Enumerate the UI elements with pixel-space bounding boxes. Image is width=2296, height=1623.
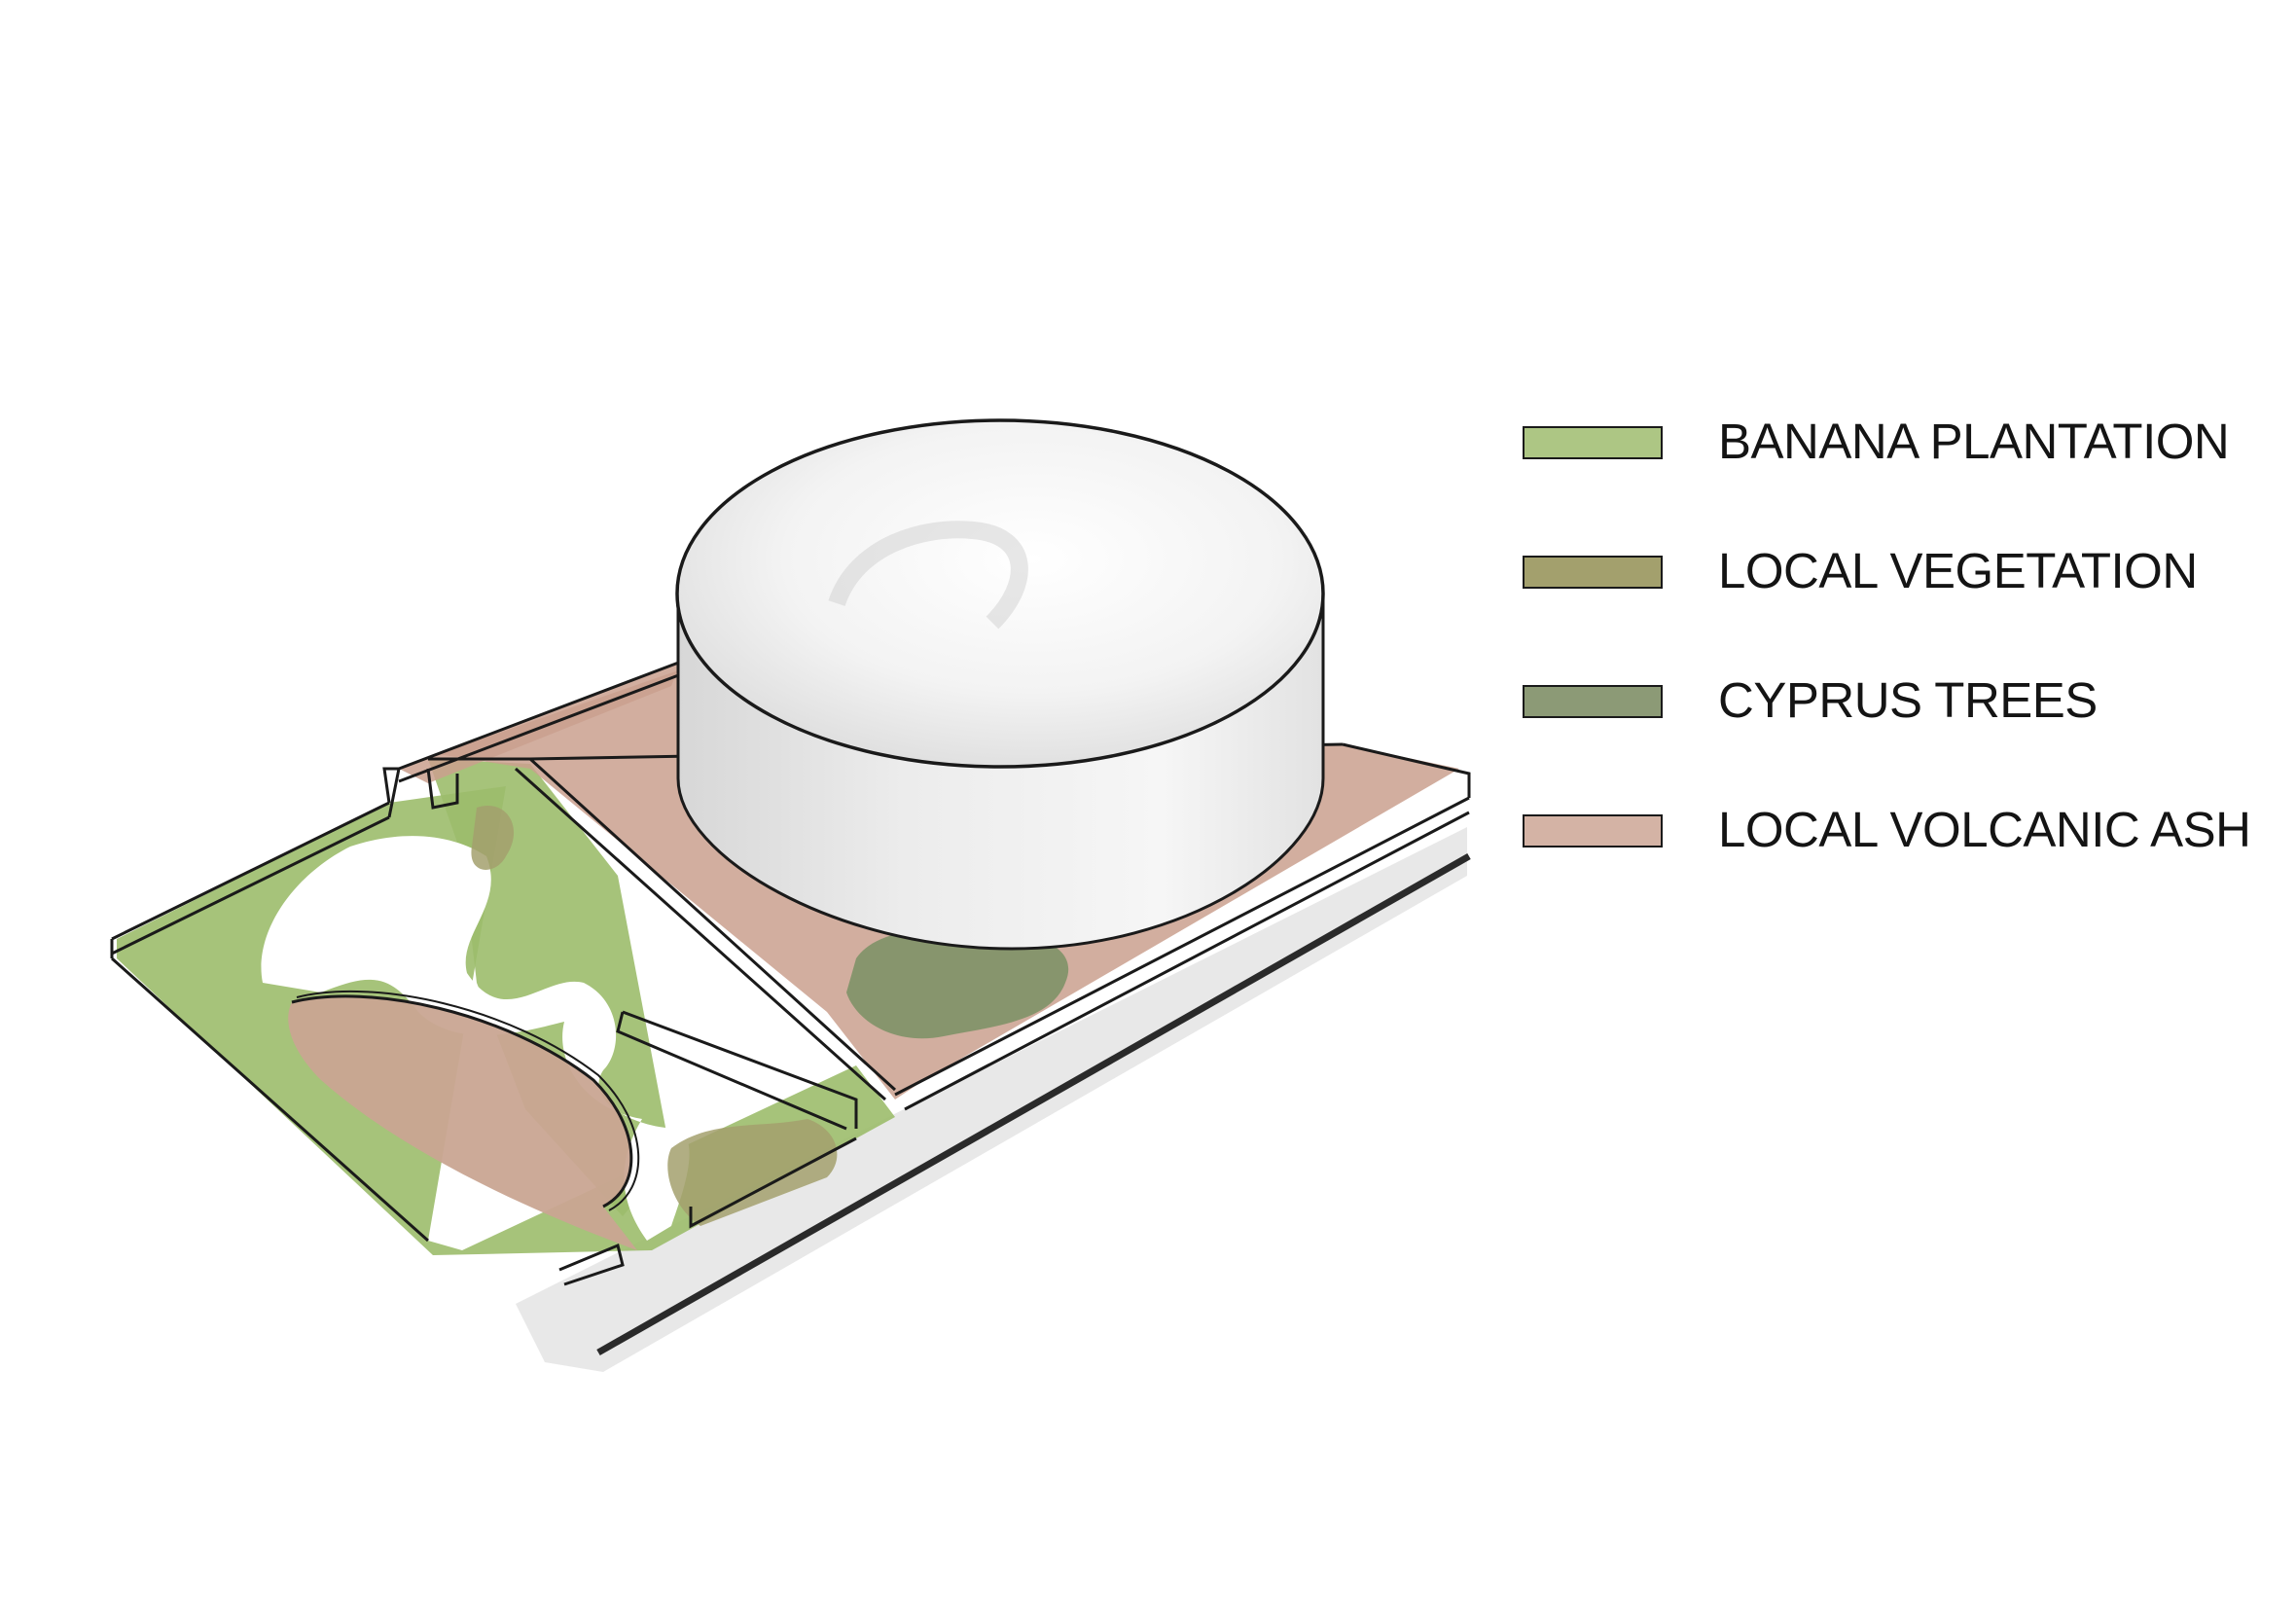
- local-vegetation-swatch: [1523, 556, 1663, 589]
- legend-label: LOCAL VEGETATION: [1718, 543, 2198, 598]
- legend-label: BANANA PLANTATION: [1718, 414, 2230, 469]
- legend-label: CYPRUS TREES: [1718, 672, 2098, 728]
- road-band: [516, 827, 1467, 1372]
- road-edge-line: [596, 852, 1471, 1356]
- legend: BANANA PLANTATION LOCAL VEGETATION CYPRU…: [1523, 394, 2262, 912]
- cylinder-building-icon: [675, 418, 1325, 951]
- building-roof: [675, 418, 1325, 769]
- local-volcanic-ash-swatch: [1523, 814, 1663, 848]
- volcanic-ash-strip: [399, 662, 681, 783]
- local-vegetation-patch: [471, 806, 515, 870]
- legend-item-local-vegetation: LOCAL VEGETATION: [1523, 523, 2262, 653]
- volcanic-ash-bed: [288, 995, 637, 1250]
- banana-plantation-swatch: [1523, 426, 1663, 459]
- cyprus-trees-patch: [846, 927, 1069, 1039]
- legend-label: LOCAL VOLCANIC ASH: [1718, 802, 2251, 857]
- legend-item-cyprus-trees: CYPRUS TREES: [1523, 653, 2262, 782]
- local-vegetation-patch: [667, 1119, 838, 1226]
- garden-path: [261, 836, 690, 1241]
- legend-item-local-volcanic-ash: LOCAL VOLCANIC ASH: [1523, 782, 2262, 912]
- legend-item-banana-plantation: BANANA PLANTATION: [1523, 394, 2262, 523]
- cyprus-trees-swatch: [1523, 685, 1663, 718]
- volcanic-ash-bed-rim: [291, 994, 633, 1208]
